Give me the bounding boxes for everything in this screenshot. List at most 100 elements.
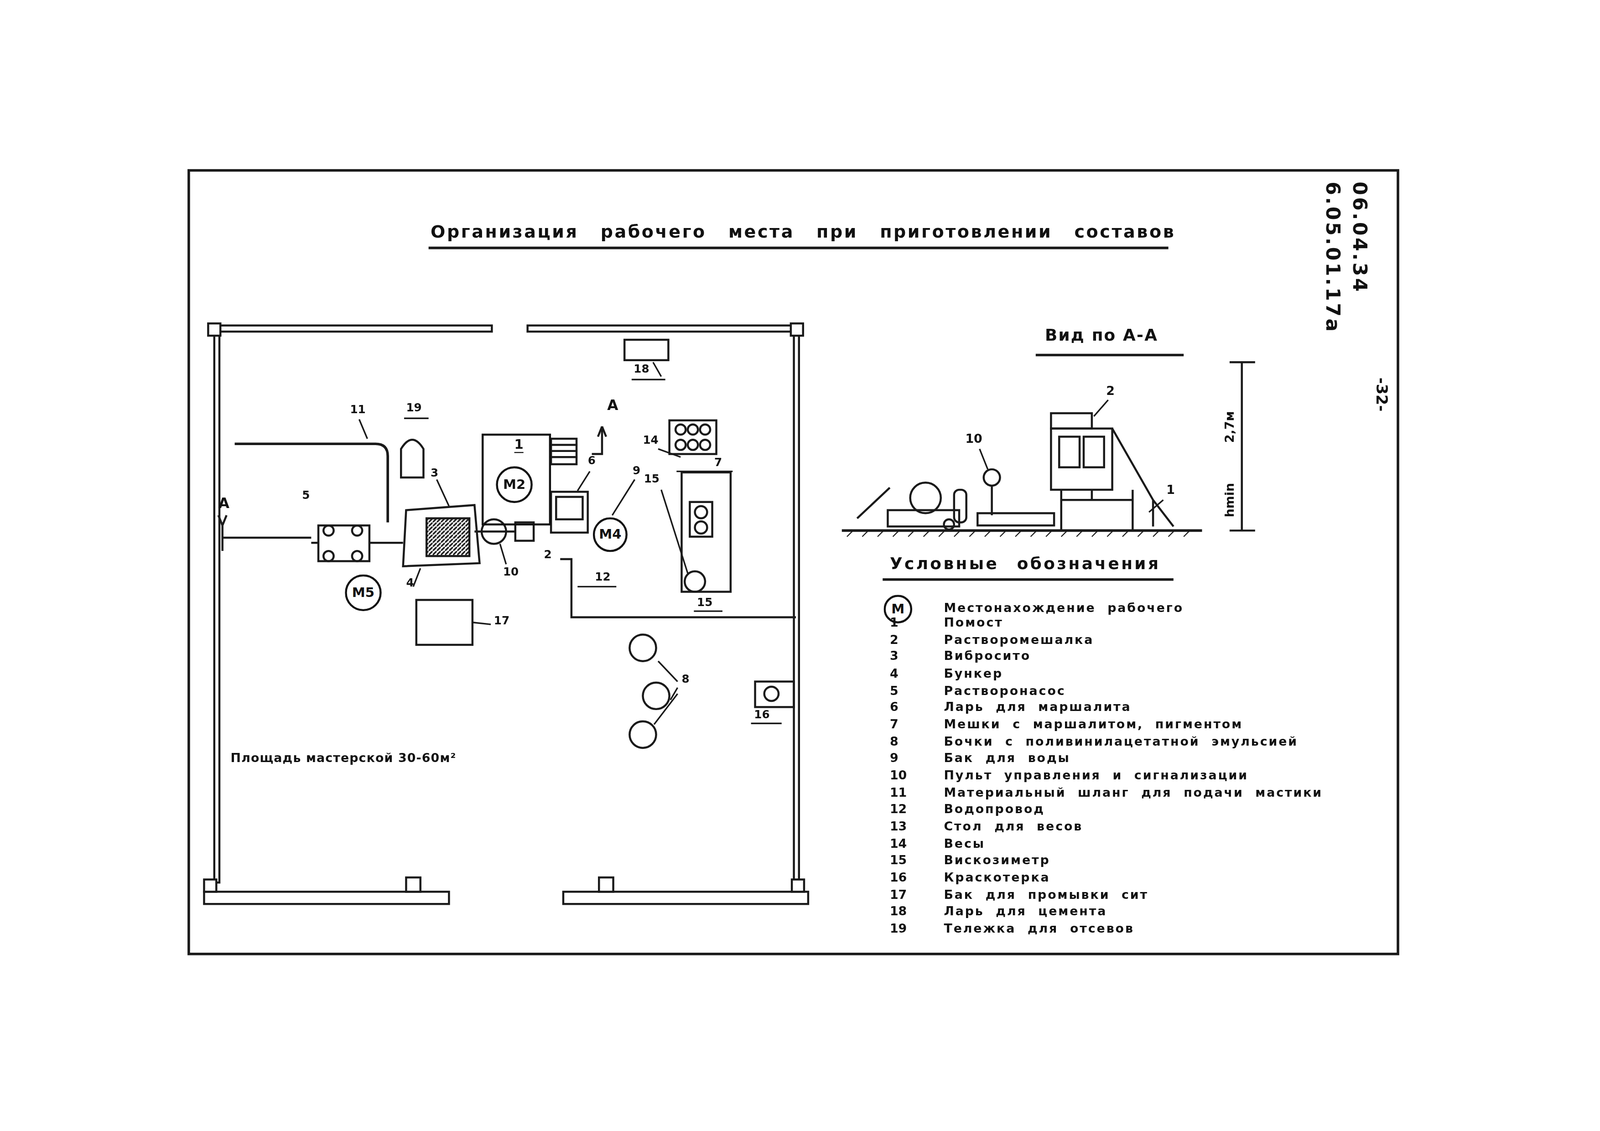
equipment-part xyxy=(693,610,723,612)
section-view-part xyxy=(983,469,1001,486)
legend-text: Вибросито xyxy=(943,650,1031,665)
worker-mark: М5 xyxy=(352,585,375,601)
section-view xyxy=(841,355,1256,537)
room-walls-part xyxy=(527,325,804,332)
room-walls-part xyxy=(209,325,493,332)
equipment-part xyxy=(218,515,227,526)
equipment-part xyxy=(689,502,712,537)
equipment-part xyxy=(323,550,334,562)
section-view-part xyxy=(857,487,890,519)
room-walls-part xyxy=(598,877,613,892)
legend-text: Ларь для цемента xyxy=(943,905,1107,920)
section-view-part xyxy=(1148,499,1164,513)
legend-text: Мешки с маршалитом, пигментом xyxy=(943,718,1243,733)
legend-text: Весы xyxy=(943,837,986,852)
equipment-part xyxy=(661,489,688,574)
equipment-part xyxy=(550,491,588,533)
legend-number: 18 xyxy=(889,905,907,920)
callout-number: 1 xyxy=(514,437,524,454)
callout-number: 16 xyxy=(753,709,770,722)
equipment-part xyxy=(555,497,583,520)
equipment-part xyxy=(400,439,424,478)
section-mark: А xyxy=(218,495,230,512)
legend-number: 10 xyxy=(889,769,907,784)
section-view-part xyxy=(1083,436,1105,468)
equipment-part xyxy=(474,530,515,533)
sheet-frame-part xyxy=(428,246,1169,250)
section-view-part xyxy=(1093,400,1108,417)
dimension-text: hmin xyxy=(1223,483,1237,518)
legend-number: 7 xyxy=(889,718,899,733)
room-walls-part xyxy=(405,877,421,892)
equipment-part xyxy=(577,471,590,492)
callout-number: 6 xyxy=(587,455,596,468)
legend-text: Растворомешалка xyxy=(943,633,1094,648)
equipment-part xyxy=(675,439,686,450)
equipment-part xyxy=(499,543,506,565)
legend-text: Бак для воды xyxy=(943,752,1071,767)
callout-number: 3 xyxy=(430,467,439,480)
worker-mark: М2 xyxy=(503,477,526,493)
section-view-part xyxy=(990,485,993,516)
room-walls-part xyxy=(207,323,221,336)
callout-number: 19 xyxy=(405,401,422,415)
equipment-part xyxy=(684,571,706,593)
legend-number: 14 xyxy=(889,837,907,852)
callout-number: 15 xyxy=(696,597,713,610)
equipment-part xyxy=(654,661,678,725)
equipment xyxy=(218,339,796,749)
equipment-part xyxy=(550,438,577,465)
legend-text: Материальный шланг для подачи мастики xyxy=(943,786,1323,800)
equipment-part xyxy=(755,681,795,707)
callout-number: 9 xyxy=(632,465,641,478)
legend-number: 15 xyxy=(889,854,907,868)
section-view-part xyxy=(943,519,954,530)
room-walls-part xyxy=(563,891,809,904)
room-walls-part xyxy=(794,331,800,883)
section-view-part xyxy=(1035,353,1184,357)
callout-number: 14 xyxy=(642,434,659,447)
room-walls xyxy=(203,323,808,904)
legend-number: 5 xyxy=(889,684,899,698)
legend-number: 11 xyxy=(889,786,907,800)
equipment-part xyxy=(629,634,656,662)
legend-text: Бочки с поливинилацетатной эмульсией xyxy=(943,735,1299,749)
equipment-part xyxy=(404,417,429,420)
worker-position: М2 xyxy=(495,466,533,504)
section-view-part xyxy=(1059,436,1080,468)
callout-number: 12 xyxy=(594,571,611,584)
equipment-part xyxy=(695,506,708,519)
legend-number: 19 xyxy=(889,922,907,937)
legend-number: 6 xyxy=(889,701,899,716)
legend-number: 16 xyxy=(889,871,907,886)
sheet-frame-part xyxy=(188,170,1398,955)
equipment-part xyxy=(642,682,670,710)
equipment-part xyxy=(751,722,782,725)
section-view-part xyxy=(1050,428,1112,490)
equipment-part xyxy=(403,504,480,567)
legend-text: Водопровод xyxy=(943,803,1045,818)
equipment-part xyxy=(426,518,470,557)
legend-number: 8 xyxy=(889,735,899,749)
document-code: 6.05.01.17а xyxy=(1322,181,1345,334)
section-view-part xyxy=(977,513,1055,526)
equipment-part xyxy=(416,600,473,645)
equipment-part xyxy=(318,525,370,562)
equipment-part xyxy=(612,479,635,516)
legend-text: Бункер xyxy=(943,667,1003,681)
callout-number: 5 xyxy=(301,489,310,503)
view-title: Вид по А-А xyxy=(1044,326,1159,345)
room-walls-part xyxy=(214,331,220,883)
section-view-part xyxy=(954,489,967,523)
legend-number: 3 xyxy=(889,650,899,665)
equipment-part xyxy=(700,439,711,450)
equipment-part xyxy=(658,448,681,458)
equipment-part xyxy=(669,420,717,455)
equipment-part xyxy=(359,419,368,440)
legend-number: 9 xyxy=(889,752,899,767)
room-walls-part xyxy=(203,891,449,904)
section-view-part xyxy=(1061,428,1174,531)
equipment-part xyxy=(631,362,666,380)
worker-position: М4 xyxy=(592,517,628,552)
